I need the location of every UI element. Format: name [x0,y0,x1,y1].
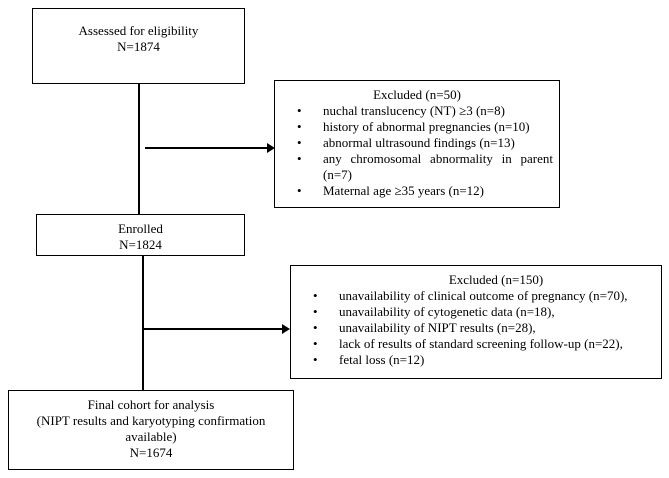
assessed-count: N=1874 [117,39,160,54]
excluded-1-box: Excluded (n=50) •nuchal translucency (NT… [274,80,560,208]
final-line-1: Final cohort for analysis [87,397,215,412]
connector-to-excluded-2 [143,328,283,330]
arrowhead-excluded-2 [282,324,290,334]
excluded-1-item: •any chromosomal abnormality in parent (… [297,151,553,182]
connector-enrolled-final [142,256,144,390]
excluded-2-item: •unavailability of cytogenetic data (n=1… [313,304,555,319]
excluded-2-box: Excluded (n=150) •unavailability of clin… [290,265,662,379]
final-count: N=1674 [129,445,173,460]
excluded-1-title: Excluded (n=50) [373,87,461,102]
final-line-3: available) [125,429,177,444]
final-line-2: (NIPT results and karyotyping confirmati… [36,413,266,428]
final-cohort-box: Final cohort for analysis (NIPT results … [8,390,294,470]
excluded-2-item: •unavailability of NIPT results (n=28), [313,320,536,335]
arrowhead-excluded-1 [267,143,275,153]
excluded-1-item: •nuchal translucency (NT) ≥3 (n=8) [297,103,505,118]
excluded-1-item: •history of abnormal pregnancies (n=10) [297,119,530,134]
enrolled-box: Enrolled N=1824 [36,214,245,256]
enrolled-count: N=1824 [119,237,162,252]
excluded-1-item: •abnormal ultrasound findings (n=13) [297,135,515,150]
excluded-2-list: •unavailability of clinical outcome of p… [291,288,661,368]
assessed-title: Assessed for eligibility [78,23,199,38]
enrolled-title: Enrolled [118,221,163,236]
excluded-1-item: • Maternal age ≥35 years (n=12) [297,183,485,198]
excluded-1-list: •nuchal translucency (NT) ≥3 (n=8) •hist… [275,103,559,199]
connector-to-excluded-1 [145,147,268,149]
connector-assessed-enrolled [138,84,140,214]
excluded-2-item: •fetal loss (n=12) [313,352,425,367]
assessed-box: Assessed for eligibility N=1874 [32,8,245,84]
excluded-2-item: •unavailability of clinical outcome of p… [313,288,628,303]
excluded-2-title: Excluded (n=150) [448,272,544,287]
excluded-2-item: •lack of results of standard screening f… [313,336,623,351]
